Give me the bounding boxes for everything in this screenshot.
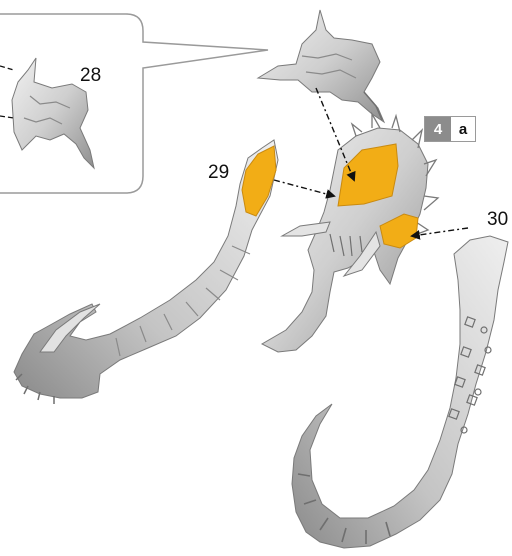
glue-area-29: [242, 146, 276, 216]
step-badge: 4 a: [424, 116, 476, 142]
part-label-30: 30: [487, 210, 508, 229]
step-number: 4: [425, 117, 451, 141]
head-assembly: [262, 114, 438, 352]
part-28: [258, 10, 384, 122]
step-substep: a: [451, 117, 475, 141]
part-label-28: 28: [80, 66, 101, 85]
arrow-30: [412, 228, 468, 236]
arrow-29: [274, 180, 334, 196]
part-label-29: 29: [208, 163, 229, 182]
